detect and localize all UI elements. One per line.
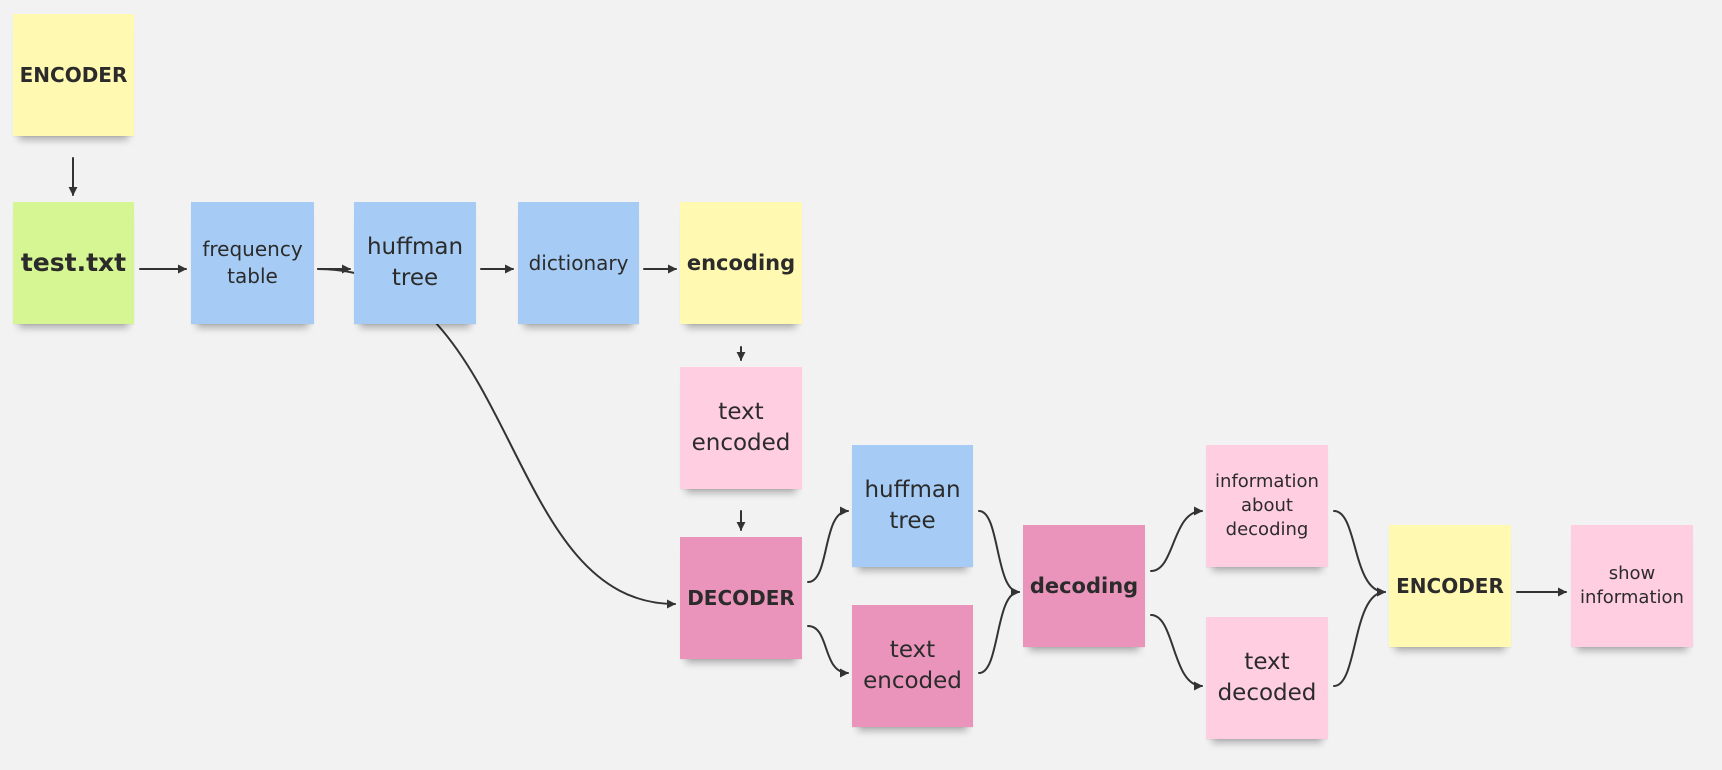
sticky-note-text: text encoded (691, 398, 791, 456)
sticky-note-text-encoded-2[interactable]: text encoded (852, 605, 973, 727)
sticky-note-encoder-right[interactable]: ENCODER (1389, 525, 1511, 647)
sticky-note-text: frequency table (202, 237, 303, 288)
sticky-note-text: information about decoding (1215, 470, 1319, 541)
sticky-note-text: encoding (686, 250, 796, 275)
sticky-note-text: huffman tree (864, 476, 961, 534)
sticky-note-text-decoded[interactable]: text decoded (1206, 617, 1328, 739)
edge-decoding-to-info[interactable] (1150, 506, 1203, 572)
sticky-note-text: show information (1580, 562, 1684, 608)
sticky-note-huffman-tree-2[interactable]: huffman tree (852, 445, 973, 567)
sticky-note-huffman-tree-1[interactable]: huffman tree (354, 202, 476, 324)
sticky-note-decoding[interactable]: decoding (1023, 525, 1145, 647)
sticky-note-show-information[interactable]: show information (1571, 525, 1693, 647)
edge-huffman2-to-decoding[interactable] (978, 510, 1020, 597)
sticky-note-information-about-decoding[interactable]: information about decoding (1206, 445, 1328, 567)
sticky-note-text: huffman tree (366, 233, 464, 291)
edge-info-to-encoder[interactable] (1333, 510, 1386, 597)
sticky-note-encoder-top[interactable]: ENCODER (13, 14, 134, 136)
sticky-note-text: dictionary (528, 250, 629, 275)
sticky-note-encoding[interactable]: encoding (680, 202, 802, 324)
sticky-note-frequency-table[interactable]: frequency table (191, 202, 314, 324)
edge-textencoded2-to-decoding[interactable] (978, 587, 1020, 674)
edge-decoder-to-huffman2[interactable] (807, 506, 849, 583)
sticky-note-text: DECODER (687, 585, 795, 610)
sticky-note-text-encoded-1[interactable]: text encoded (680, 367, 802, 489)
sticky-note-text: text encoded (863, 636, 962, 694)
edge-textdecoded-to-encoder[interactable] (1333, 587, 1386, 687)
edge-decoding-to-textdecoded[interactable] (1150, 614, 1203, 691)
sticky-note-text: ENCODER (19, 62, 128, 87)
sticky-note-text: ENCODER (1396, 573, 1504, 598)
sticky-note-text: text decoded (1217, 648, 1317, 706)
sticky-note-test-txt[interactable]: test.txt (13, 202, 134, 324)
sticky-note-text: decoding (1029, 573, 1139, 598)
sticky-note-dictionary[interactable]: dictionary (518, 202, 639, 324)
sticky-note-text: test.txt (20, 248, 127, 278)
edge-decoder-to-textencoded2[interactable] (807, 625, 849, 678)
sticky-note-decoder[interactable]: DECODER (680, 537, 802, 659)
